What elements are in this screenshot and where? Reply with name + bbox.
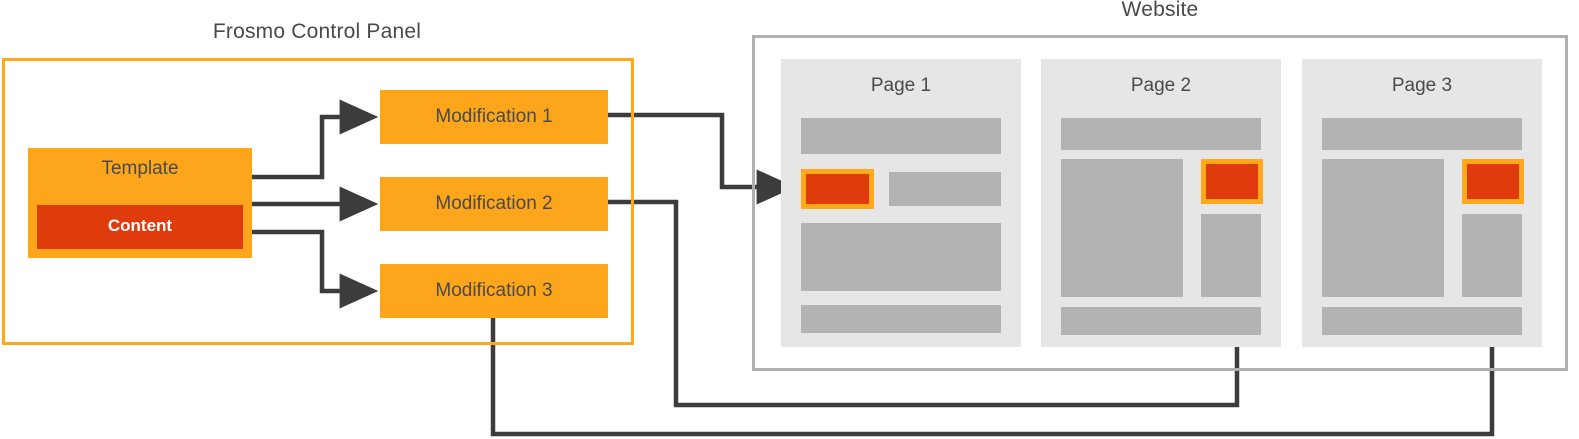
page-2-label: Page 2: [1130, 75, 1192, 96]
page-1-modification-slot[interactable]: [801, 169, 874, 209]
modification-1-label: Modification 1: [435, 106, 553, 127]
template-label: Template: [101, 158, 179, 179]
page-3-label: Page 3: [1391, 75, 1453, 96]
page-3-block-header: [1322, 118, 1522, 150]
page-2-block-main: [1061, 159, 1183, 297]
page-3-block-main: [1322, 159, 1444, 297]
control-panel-title: Frosmo Control Panel: [212, 20, 422, 43]
modification-1-box[interactable]: Modification 1: [380, 90, 608, 144]
page-3-card[interactable]: Page 3: [1302, 59, 1542, 347]
page-1-block-header: [801, 118, 1001, 154]
website-frame: [752, 35, 1568, 371]
page-3-block-footer: [1322, 307, 1522, 335]
page-2-card[interactable]: Page 2: [1041, 59, 1281, 347]
page-1-block-body: [801, 223, 1001, 291]
modification-2-box[interactable]: Modification 2: [380, 177, 608, 231]
page-2-modification-content: [1206, 164, 1258, 199]
page-2-modification-slot[interactable]: [1201, 159, 1263, 204]
page-2-block-sidebar: [1201, 214, 1261, 297]
page-3-modification-content: [1467, 164, 1519, 199]
control-panel-frame: [2, 58, 634, 345]
page-3-modification-slot[interactable]: [1462, 159, 1524, 204]
modification-3-label: Modification 3: [435, 280, 553, 301]
page-1-card[interactable]: Page 1: [781, 59, 1021, 347]
page-1-block-footer: [801, 305, 1001, 333]
page-2-block-header: [1061, 118, 1261, 150]
page-2-block-footer: [1061, 307, 1261, 335]
modification-2-label: Modification 2: [435, 193, 553, 214]
page-1-block-right: [889, 172, 1001, 206]
content-box[interactable]: Content: [37, 205, 243, 249]
content-label: Content: [107, 216, 173, 235]
modification-3-box[interactable]: Modification 3: [380, 264, 608, 318]
page-3-block-sidebar: [1462, 214, 1522, 297]
page-1-modification-content: [806, 174, 869, 204]
page-1-label: Page 1: [870, 75, 932, 96]
website-title: Website: [1121, 0, 1199, 21]
